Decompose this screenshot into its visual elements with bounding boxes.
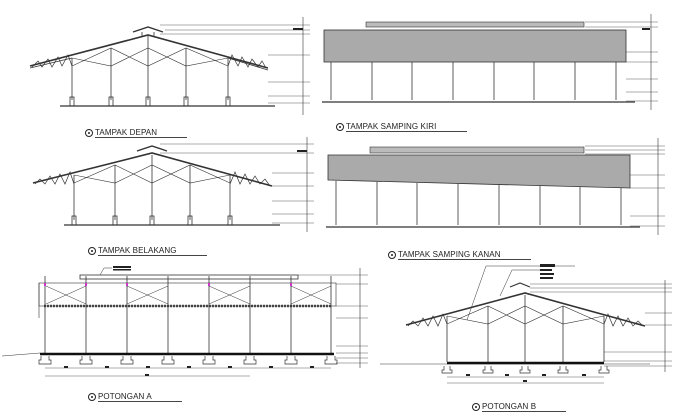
section-marker-icon xyxy=(88,247,96,255)
left-side-elevation-drawing xyxy=(322,14,658,110)
front-elevation-drawing xyxy=(29,17,310,115)
view-title-tampak-samping-kiri: TAMPAK SAMPING KIRI xyxy=(336,122,467,132)
section-marker-icon xyxy=(472,403,480,411)
view-title-potongan-a: POTONGAN A xyxy=(88,392,182,402)
section-marker-icon xyxy=(388,251,396,259)
view-title-tampak-depan: TAMPAK DEPAN xyxy=(85,128,188,138)
section-marker-icon xyxy=(88,393,96,401)
section-marker-icon xyxy=(336,123,344,131)
view-title-tampak-belakang: TAMPAK BELAKANG xyxy=(88,246,207,256)
section-marker-icon xyxy=(85,129,93,137)
right-side-elevation-drawing xyxy=(326,138,665,235)
view-title-potongan-b: POTONGAN B xyxy=(472,402,567,412)
section-a-drawing xyxy=(1,266,368,377)
view-title-tampak-samping-kanan: TAMPAK SAMPING KANAN xyxy=(388,250,531,260)
rear-elevation-drawing xyxy=(32,137,314,232)
section-b-drawing xyxy=(380,264,672,384)
